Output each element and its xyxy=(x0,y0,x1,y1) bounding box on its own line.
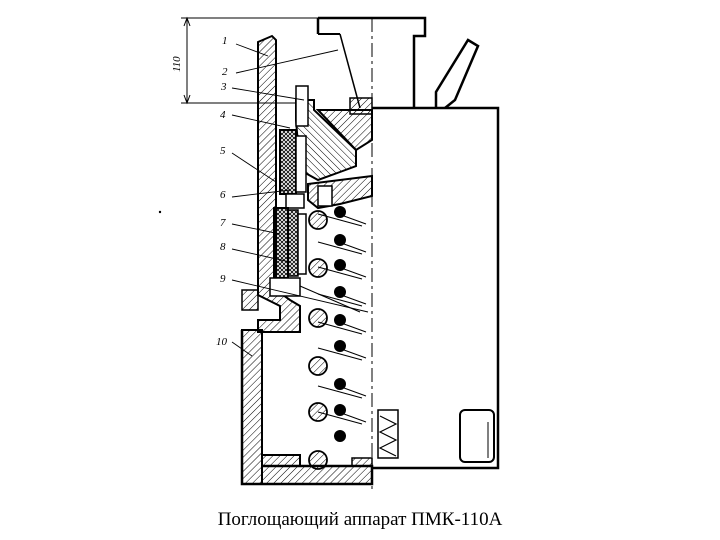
callout-3: 3 xyxy=(220,81,227,93)
spring-coil-line xyxy=(343,413,367,423)
callout-4: 4 xyxy=(220,109,226,121)
callout-9: 9 xyxy=(220,273,226,285)
spring-coils xyxy=(299,206,367,470)
spring-coil-line xyxy=(343,349,367,359)
pressure-plate xyxy=(307,174,373,210)
figure-caption: Поглощающий аппарат ПМК-110А xyxy=(217,509,503,530)
spring-coil-line xyxy=(343,323,367,333)
friction-plates-upper xyxy=(279,129,307,209)
callout-2: 2 xyxy=(222,66,228,78)
spring-coil-line xyxy=(343,215,367,225)
callout-8: 8 xyxy=(220,241,226,253)
spring-coil-line xyxy=(317,385,363,399)
friction-plates-lower xyxy=(269,207,307,297)
spring-coil-line xyxy=(317,347,363,361)
spring-coil-section xyxy=(334,259,346,271)
spring-coil-section xyxy=(308,210,328,230)
callout-7: 7 xyxy=(220,217,226,229)
spring-coil-line xyxy=(317,321,363,335)
stray-dot xyxy=(158,210,162,214)
dimension-110: 110 xyxy=(171,16,318,105)
outer-cylinder xyxy=(241,34,301,333)
spring-coil-line xyxy=(317,213,363,227)
callout-1: 1 xyxy=(222,35,228,47)
spring-coil-section xyxy=(334,314,346,326)
spring-coil-line xyxy=(317,411,363,425)
spring-coil-section xyxy=(334,286,346,298)
callout-labels: 1 2 3 4 5 6 7 8 9 10 xyxy=(216,35,228,348)
leader-lines xyxy=(231,43,369,357)
spring-coil-section xyxy=(308,308,328,328)
technical-drawing: 1 10 xyxy=(158,16,500,492)
spring-coil-line xyxy=(317,241,363,255)
spring-coil-line xyxy=(343,243,367,253)
callout-10: 10 xyxy=(216,336,228,348)
spring-coil-section xyxy=(308,450,328,470)
spring-coil-section xyxy=(334,206,346,218)
callout-6: 6 xyxy=(220,189,226,201)
spring-coil-section xyxy=(334,404,346,416)
spring-coil-line xyxy=(343,387,367,397)
wedge xyxy=(295,85,373,182)
spring-coil-line xyxy=(343,295,367,305)
spring-coil-section xyxy=(334,340,346,352)
spring-coil-section xyxy=(334,430,346,442)
spring-coil-section xyxy=(334,378,346,390)
spring-coil-line xyxy=(317,293,363,307)
spring-coil-line xyxy=(343,268,367,278)
spring-coil-section xyxy=(308,356,328,376)
housing-wall xyxy=(240,329,374,486)
housing-body xyxy=(316,16,500,470)
callout-5: 5 xyxy=(220,145,226,157)
spring-coil-line xyxy=(317,266,363,280)
dimension-label: 110 xyxy=(171,56,183,72)
spring-coil-section xyxy=(334,234,346,246)
spring-coil-section xyxy=(308,258,328,278)
bottom-support xyxy=(377,409,399,459)
